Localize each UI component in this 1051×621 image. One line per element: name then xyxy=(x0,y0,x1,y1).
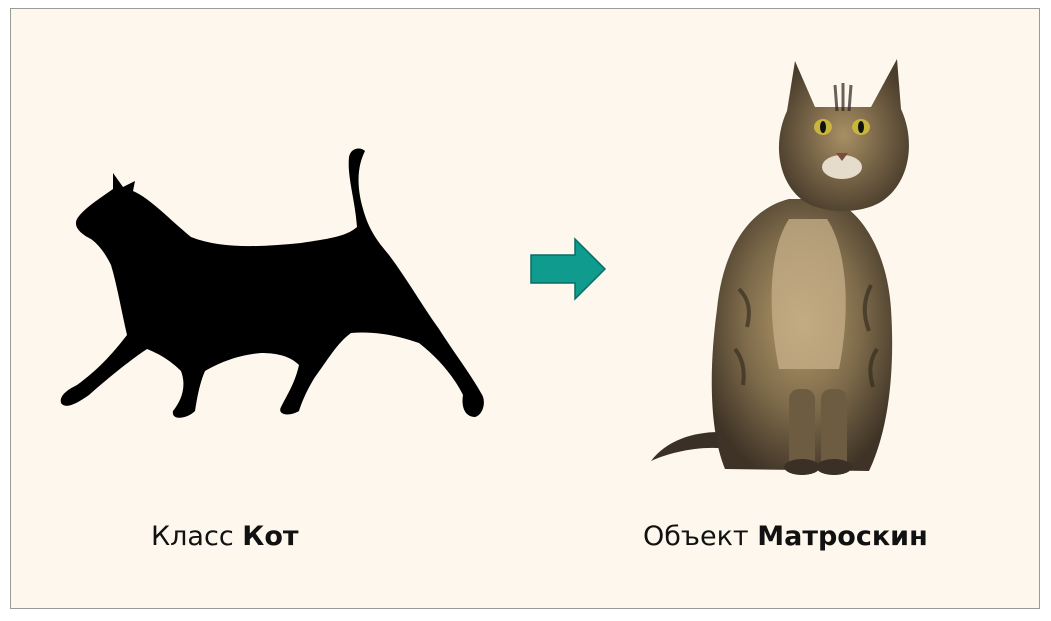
cat-silhouette-icon xyxy=(60,148,484,418)
right-arrow-icon xyxy=(530,237,607,301)
class-caption: Класс Кот xyxy=(151,521,299,552)
slide-frame: Класс Кот Объект Матроскин xyxy=(10,8,1040,609)
object-caption-name: Матроскин xyxy=(757,521,928,552)
class-caption-prefix: Класс xyxy=(151,521,234,552)
object-caption-prefix: Объект xyxy=(643,521,749,552)
class-caption-name: Кот xyxy=(242,521,299,552)
maine-coon-cat-photo-icon xyxy=(651,59,909,475)
object-caption: Объект Матроскин xyxy=(643,521,928,552)
